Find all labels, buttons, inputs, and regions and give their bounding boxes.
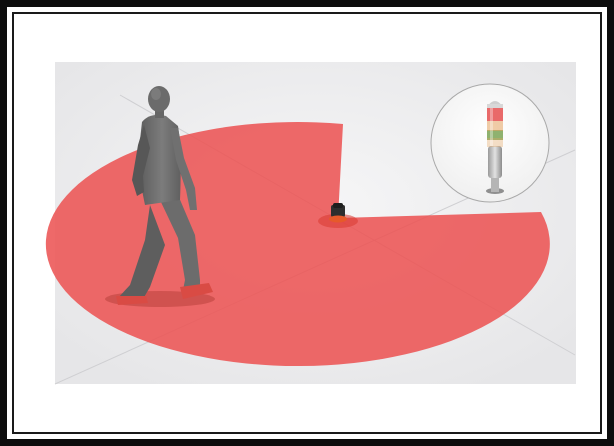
signal-tower-inset (431, 84, 549, 202)
laser-scanner-icon (329, 203, 347, 223)
